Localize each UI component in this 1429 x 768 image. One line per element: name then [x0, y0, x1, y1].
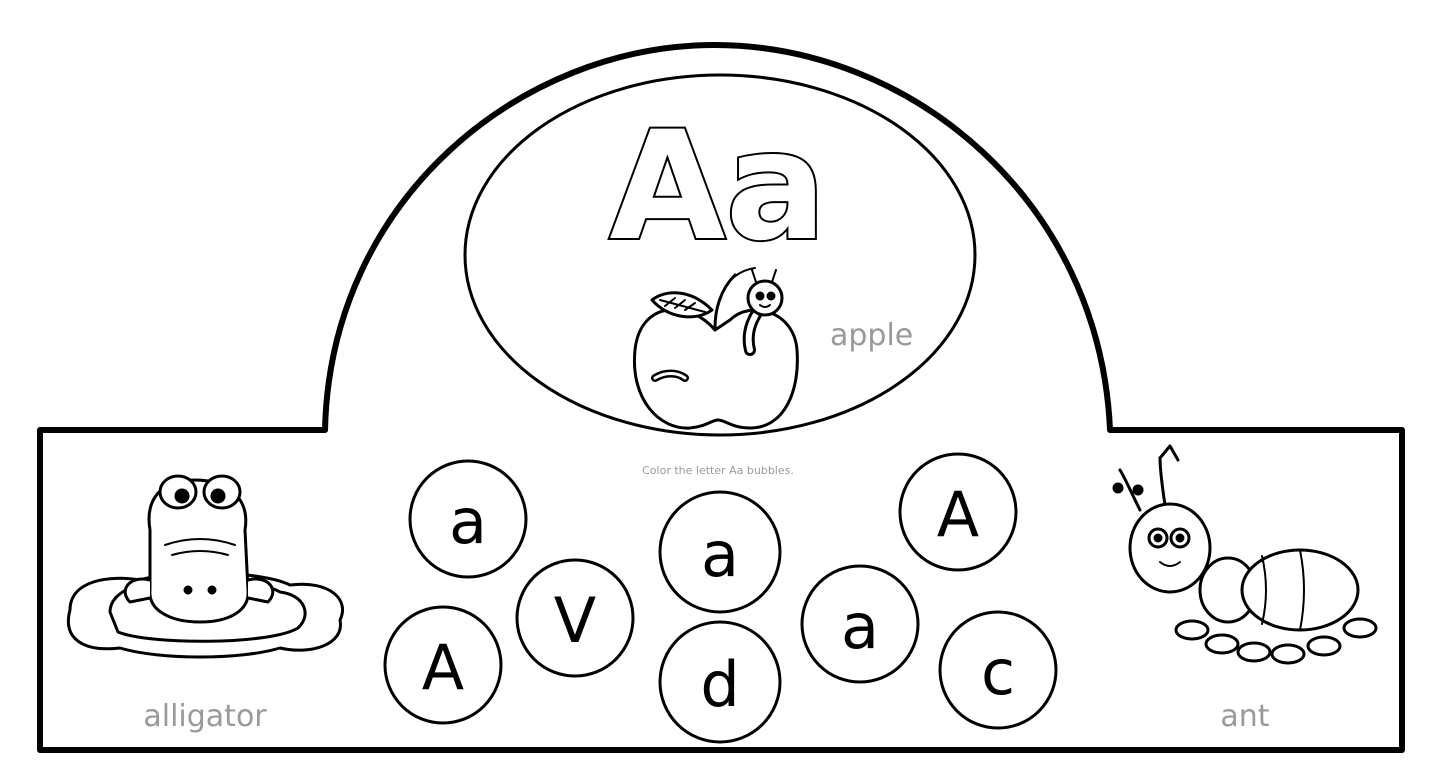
bubble-6[interactable]: d — [658, 620, 782, 744]
apple-with-worm-icon — [632, 267, 799, 430]
alligator-icon — [67, 474, 344, 659]
bubble-1[interactable]: A — [898, 452, 1018, 572]
instruction-text: Color the letter Aa bubbles. — [642, 464, 794, 477]
svg-text:c: c — [981, 636, 1015, 709]
svg-text:d: d — [700, 648, 739, 721]
bubble-5[interactable]: a — [800, 564, 920, 684]
svg-text:A: A — [937, 478, 979, 551]
bubble-2[interactable]: a — [658, 490, 782, 614]
svg-text:a: a — [841, 590, 879, 663]
svg-text:a: a — [449, 485, 487, 558]
svg-text:a: a — [701, 518, 739, 591]
bubble-0[interactable]: a — [408, 459, 528, 579]
bubble-4[interactable]: V — [515, 558, 635, 678]
word-alligator: alligator — [143, 699, 267, 734]
bubble-7[interactable]: c — [938, 610, 1058, 730]
headline-letters: Aa — [609, 100, 826, 274]
letter-oval — [463, 73, 977, 437]
bubble-3[interactable]: A — [383, 605, 503, 725]
ant-icon — [1112, 444, 1378, 665]
svg-text:V: V — [554, 584, 596, 657]
word-ant: ant — [1220, 699, 1269, 734]
svg-text:A: A — [422, 631, 464, 704]
word-apple: apple — [830, 318, 913, 353]
